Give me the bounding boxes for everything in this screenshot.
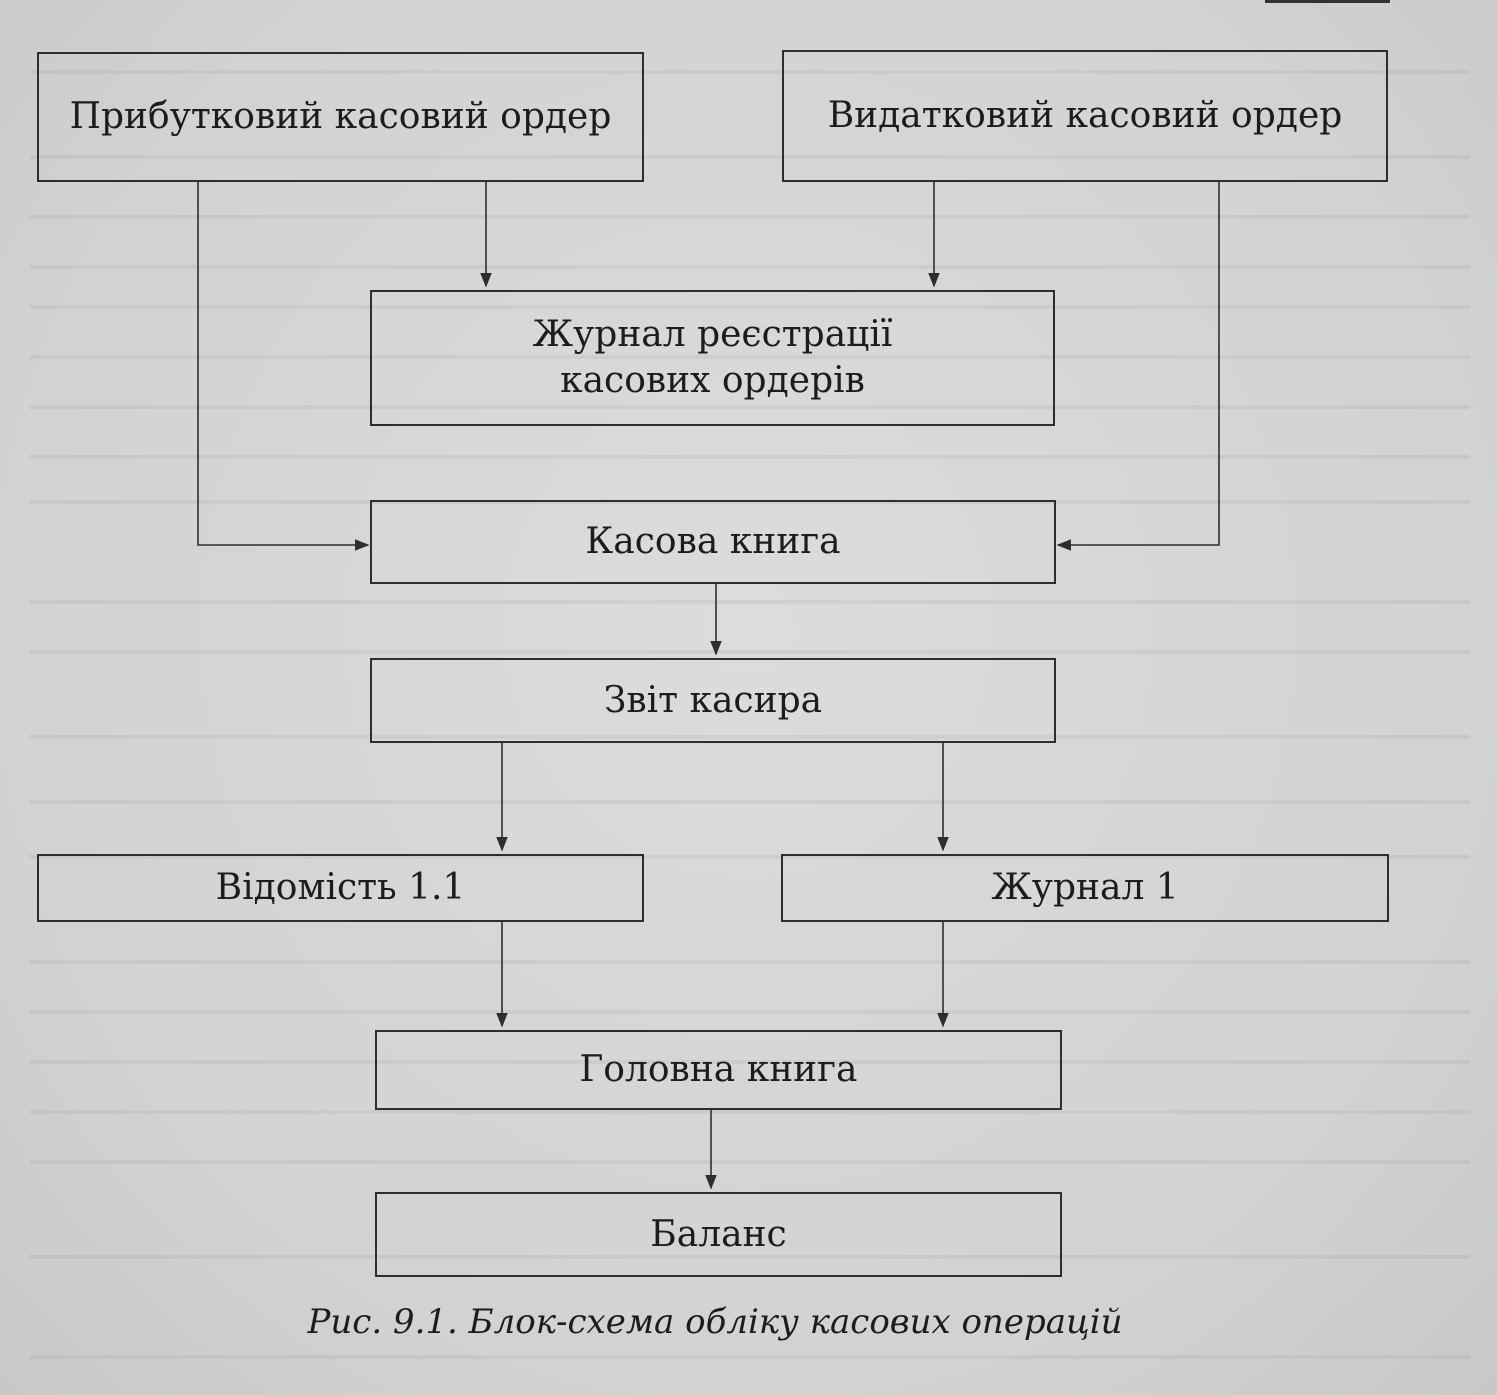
bleed-line bbox=[30, 455, 1470, 459]
box-receipt-order: Прибутковий касовий ордер bbox=[37, 52, 644, 182]
bleed-line bbox=[30, 500, 1470, 504]
box-general-ledger: Головна книга bbox=[375, 1030, 1062, 1110]
bleed-line bbox=[30, 650, 1470, 654]
bleed-line bbox=[30, 215, 1470, 219]
bleed-line bbox=[30, 405, 1470, 409]
bleed-line bbox=[30, 1110, 1470, 1114]
bleed-line bbox=[30, 800, 1470, 804]
bleed-line bbox=[30, 1255, 1470, 1259]
bleed-line bbox=[30, 600, 1470, 604]
bleed-line bbox=[30, 960, 1470, 964]
arrow-receipt-to-cashbook bbox=[197, 182, 370, 551]
bleed-line bbox=[30, 265, 1470, 269]
box-registry-journal: Журнал реєстрації касових ордерів bbox=[370, 290, 1055, 426]
bleed-line bbox=[30, 355, 1470, 359]
arrow-expense-to-cashbook bbox=[1056, 182, 1220, 551]
bleed-line bbox=[30, 70, 1470, 74]
box-expense-order: Видатковий касовий ордер bbox=[782, 50, 1388, 182]
bleed-line bbox=[30, 1355, 1470, 1359]
bleed-line bbox=[30, 155, 1470, 159]
bleed-line bbox=[30, 1010, 1470, 1014]
bleed-line bbox=[30, 1060, 1470, 1064]
box-statement: Відомість 1.1 bbox=[37, 854, 644, 922]
figure-caption: Рис. 9.1. Блок-схема обліку касових опер… bbox=[307, 1302, 1123, 1342]
bleed-line bbox=[30, 855, 1470, 859]
top-rule bbox=[1265, 0, 1390, 3]
bleed-line bbox=[30, 305, 1470, 309]
bleed-line bbox=[30, 1160, 1470, 1164]
box-balance: Баланс bbox=[375, 1192, 1062, 1277]
bleed-line bbox=[30, 735, 1470, 739]
box-cashier-report: Звіт касира bbox=[370, 658, 1056, 743]
box-cash-book: Касова книга bbox=[370, 500, 1056, 584]
box-journal: Журнал 1 bbox=[781, 854, 1389, 922]
